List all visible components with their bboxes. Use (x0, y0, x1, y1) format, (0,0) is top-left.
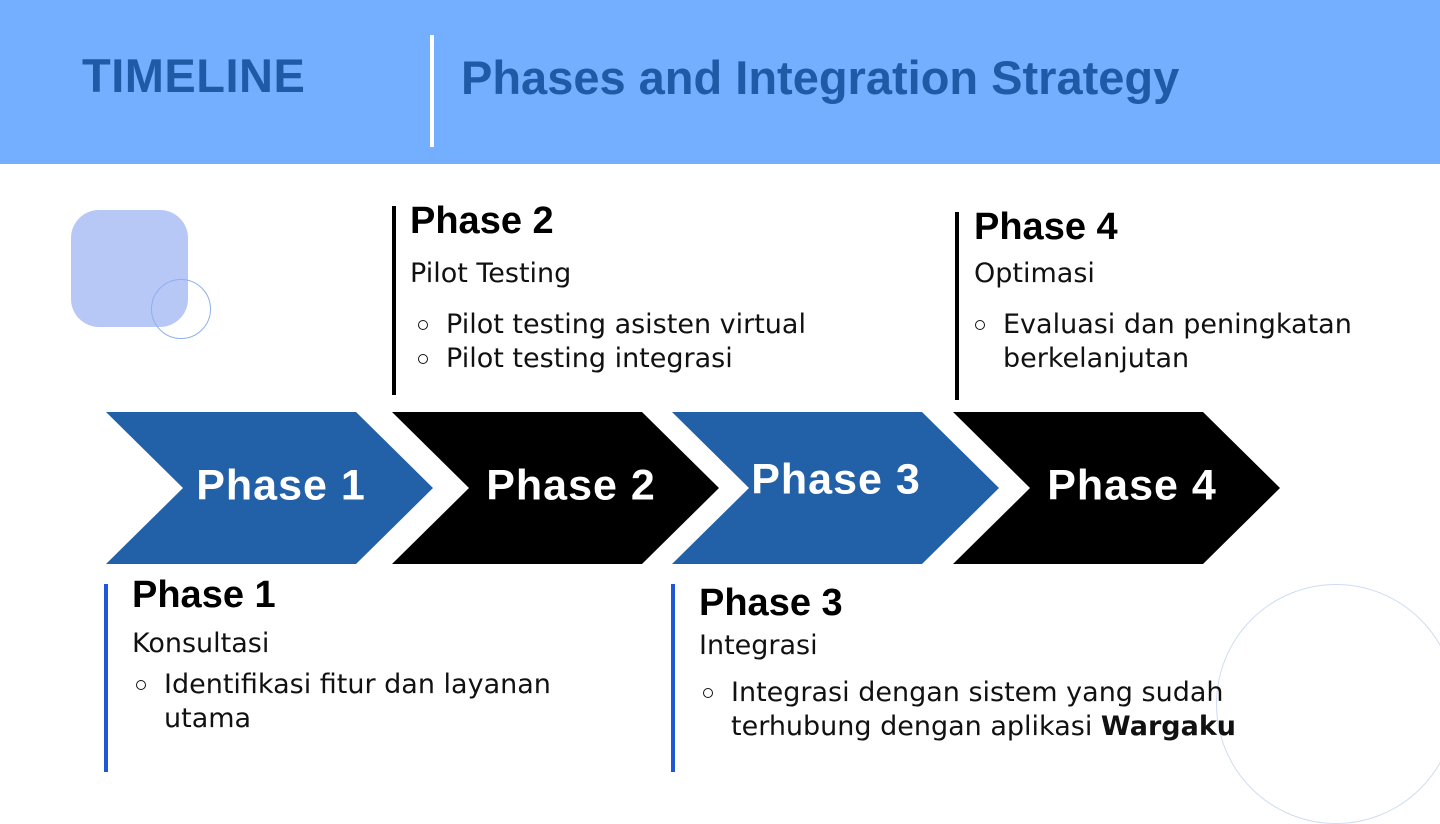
phase-1-list: Identifikasi fitur dan layanan utama (132, 668, 612, 736)
phase-1-subtitle: Konsultasi (132, 628, 270, 659)
circle-bullet-icon (703, 688, 713, 698)
header-banner: TIMELINE Phases and Integration Strategy (0, 0, 1440, 164)
chevron-phase-2-label: Phase 2 (486, 461, 656, 509)
phase-4-card: Phase 4 Optimasi Evaluasi dan peningkata… (955, 206, 1395, 402)
phase-3-list: Integrasi dengan sistem yang sudah terhu… (699, 676, 1289, 744)
phase-3-subtitle: Integrasi (699, 630, 818, 661)
phase-3-card: Phase 3 Integrasi Integrasi dengan siste… (671, 582, 1291, 774)
phase-4-list: Evaluasi dan peningkatan berkelanjutan (971, 308, 1391, 376)
chevron-phase-1-label: Phase 1 (196, 461, 366, 509)
circle-bullet-icon (975, 320, 985, 330)
chevron-phase-3-label: Phase 3 (751, 455, 921, 503)
header-divider (430, 35, 434, 147)
list-item: Evaluasi dan peningkatan berkelanjutan (971, 308, 1391, 376)
list-item: Identifikasi fitur dan layanan utama (132, 668, 612, 736)
phase-2-accent-bar (392, 206, 396, 395)
phase-2-card: Phase 2 Pilot Testing Pilot testing asis… (392, 200, 854, 396)
chevron-phase-4-label: Phase 4 (1047, 461, 1217, 509)
chevron-phase-1 (106, 412, 433, 564)
phase-1-accent-bar (104, 584, 108, 772)
circle-bullet-icon (418, 354, 428, 364)
chevron-phase-4 (953, 412, 1280, 564)
chevron-phase-3 (672, 412, 999, 564)
phase-3-accent-bar (671, 584, 675, 772)
phase-1-title: Phase 1 (132, 574, 276, 616)
decorative-small-ring (151, 279, 211, 339)
page-title: Phases and Integration Strategy (461, 51, 1180, 104)
list-item: Pilot testing asisten virtual (414, 308, 854, 342)
list-item: Integrasi dengan sistem yang sudah terhu… (699, 676, 1289, 744)
phase-4-subtitle: Optimasi (974, 258, 1095, 289)
phase-2-title: Phase 2 (410, 200, 554, 242)
phase-4-accent-bar (955, 212, 959, 400)
phase-2-list: Pilot testing asisten virtual Pilot test… (414, 308, 854, 376)
circle-bullet-icon (136, 680, 146, 690)
list-item: Pilot testing integrasi (414, 342, 854, 376)
timeline-title: TIMELINE (82, 49, 306, 102)
phase-1-card: Phase 1 Konsultasi Identifikasi fitur da… (104, 574, 624, 774)
phase-2-subtitle: Pilot Testing (410, 258, 572, 289)
phase-3-title: Phase 3 (699, 582, 843, 624)
wargaku-app-name: Wargaku (1100, 711, 1237, 742)
circle-bullet-icon (418, 320, 428, 330)
chevron-phase-2 (392, 412, 719, 564)
phase-4-title: Phase 4 (974, 206, 1118, 248)
